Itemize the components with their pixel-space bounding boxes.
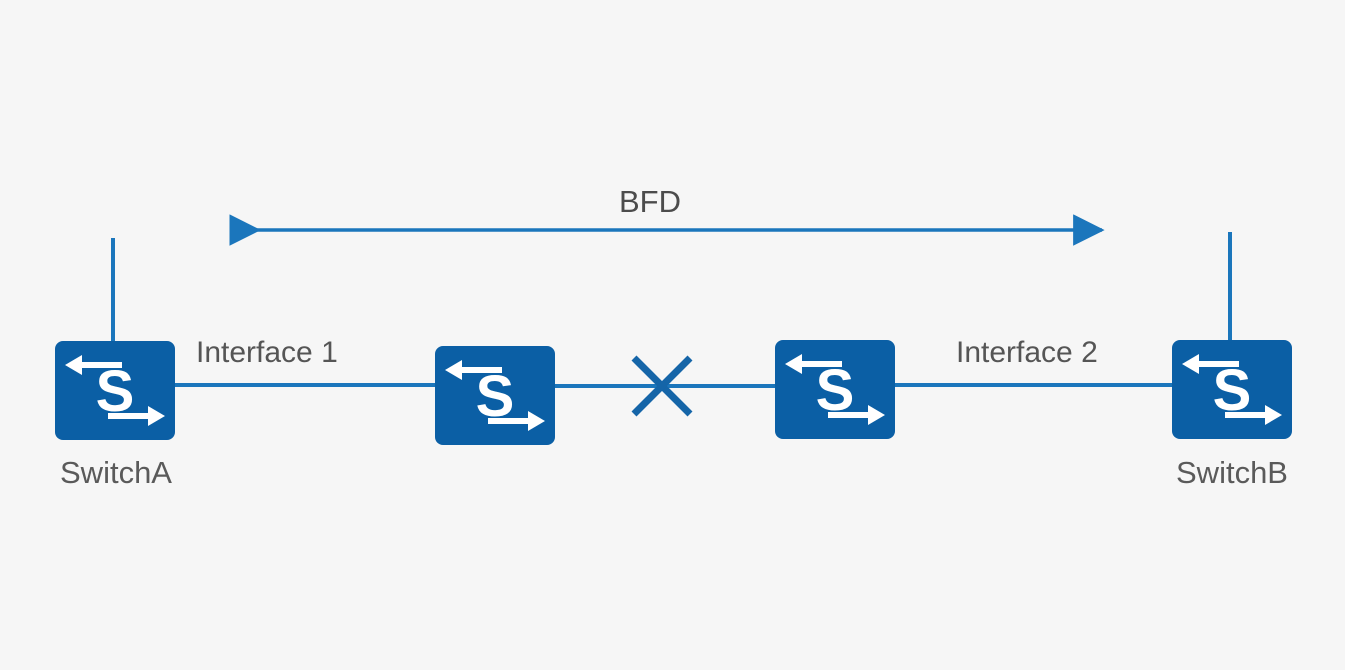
switch-icon [435,346,555,445]
device-transit-switch-1[interactable] [435,346,555,445]
device-label-switcha: SwitchA [60,455,172,490]
bfd-session-label: BFD [619,184,681,219]
switch-icon [55,341,175,440]
bfd-session-group: BFD [229,184,1105,246]
switch-icon [1172,340,1292,439]
interface-label-2: Interface 2 [956,336,1098,369]
device-transit-switch-2[interactable] [775,340,895,439]
device-switcha[interactable] [55,341,175,440]
interface-label-1: Interface 1 [196,336,338,369]
device-label-switchb: SwitchB [1176,455,1288,490]
link-fault-cross-icon [631,355,693,417]
device-switchb[interactable] [1172,340,1292,439]
switch-icon [775,340,895,439]
